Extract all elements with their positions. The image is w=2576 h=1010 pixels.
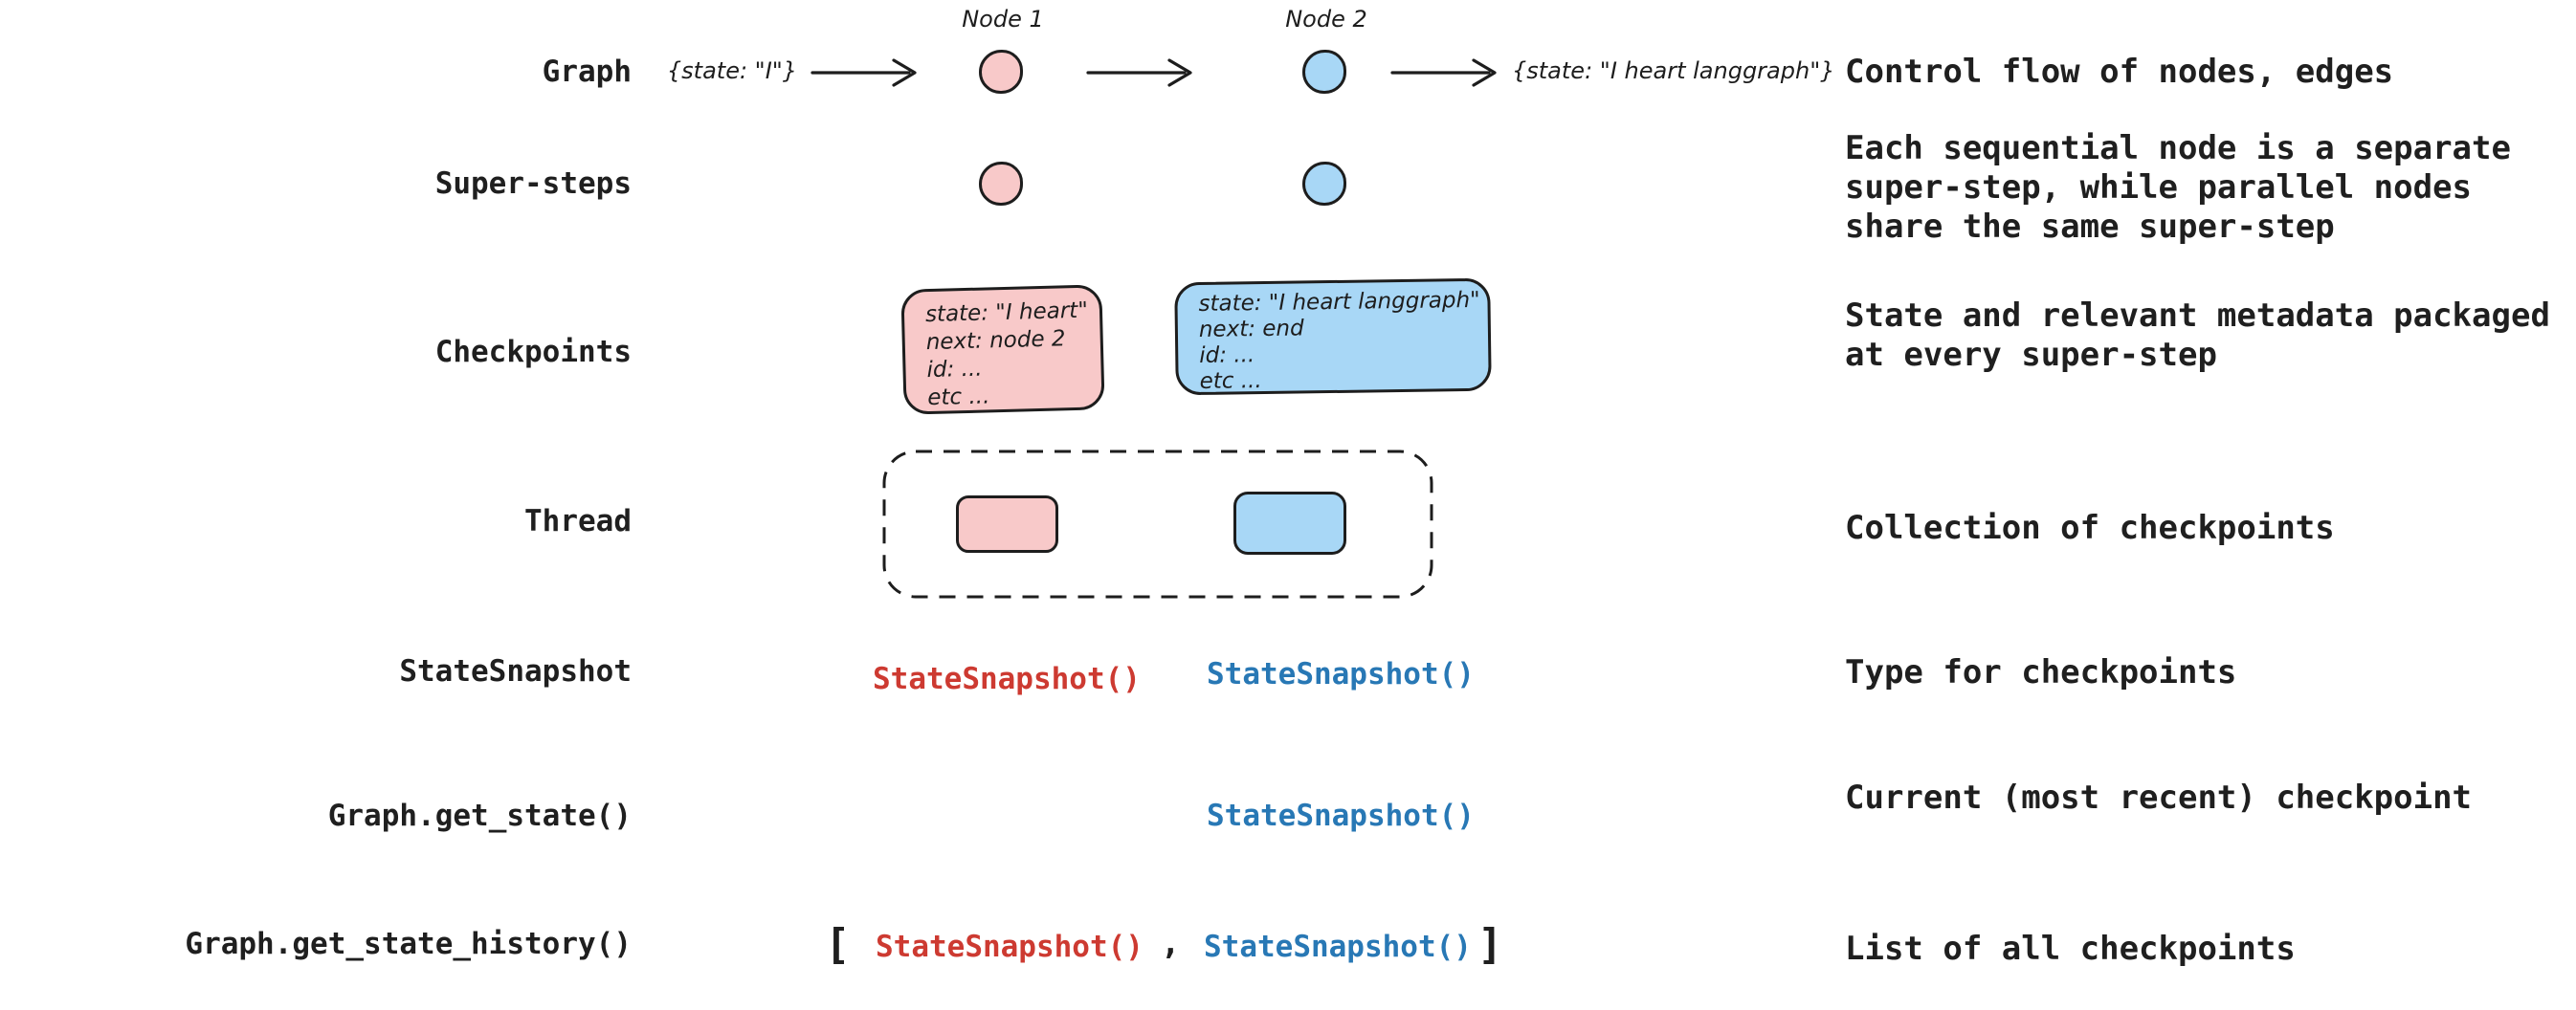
- node-2-label: Node 2: [1285, 6, 1367, 33]
- get-state-code: StateSnapshot(): [1207, 799, 1475, 833]
- history-comma: ,: [1161, 924, 1181, 962]
- thread-checkpoint-2: [1233, 492, 1346, 555]
- checkpoint-2-card: state: "I heart langgraph" next: end id:…: [1174, 277, 1492, 396]
- node-1-circle: [979, 50, 1023, 94]
- history-code-blue: StateSnapshot(): [1204, 930, 1472, 964]
- flow-arrow-icon: [1085, 54, 1200, 92]
- state-snapshot-code-blue: StateSnapshot(): [1207, 657, 1475, 692]
- super-step-node-2-circle: [1302, 162, 1346, 206]
- checkpoint-2-text: state: "I heart langgraph" next: end id:…: [1198, 287, 1480, 394]
- checkpoint-1-text: state: "I heart" next: node 2 id: ... et…: [924, 297, 1089, 411]
- node-1-label: Node 1: [962, 6, 1044, 33]
- history-code-red: StateSnapshot(): [876, 930, 1144, 964]
- state-snapshot-code-red: StateSnapshot(): [873, 662, 1141, 696]
- row-label-super-steps: Super-steps: [434, 166, 632, 201]
- row-label-get-state: Graph.get_state(): [327, 799, 632, 833]
- row-label-state-snapshot: StateSnapshot: [399, 654, 632, 689]
- row-desc-checkpoints: State and relevant metadata packaged at …: [1845, 296, 2550, 374]
- graph-output-state: {state: "I heart langgraph"}: [1512, 57, 1835, 84]
- row-desc-super-steps: Each sequential node is a separate super…: [1845, 129, 2511, 246]
- graph-input-state: {state: "I"}: [666, 57, 798, 84]
- history-bracket-open: [: [825, 920, 851, 969]
- flow-arrow-icon: [1389, 54, 1504, 92]
- row-desc-thread: Collection of checkpoints: [1845, 509, 2335, 547]
- super-step-node-1-circle: [979, 162, 1023, 206]
- thread-checkpoint-1: [956, 495, 1058, 553]
- row-desc-get-state: Current (most recent) checkpoint: [1845, 779, 2473, 817]
- row-desc-graph: Control flow of nodes, edges: [1845, 53, 2394, 91]
- checkpoint-1-card: state: "I heart" next: node 2 id: ... et…: [900, 284, 1105, 415]
- flow-arrow-icon: [810, 54, 924, 92]
- row-label-graph: Graph: [542, 55, 632, 89]
- node-2-circle: [1302, 50, 1346, 94]
- row-label-thread: Thread: [524, 504, 632, 538]
- row-desc-state-snapshot: Type for checkpoints: [1845, 653, 2237, 692]
- row-desc-get-state-history: List of all checkpoints: [1845, 930, 2296, 968]
- row-label-get-state-history: Graph.get_state_history(): [185, 927, 632, 961]
- row-label-checkpoints: Checkpoints: [434, 335, 632, 369]
- history-bracket-close: ]: [1477, 920, 1503, 969]
